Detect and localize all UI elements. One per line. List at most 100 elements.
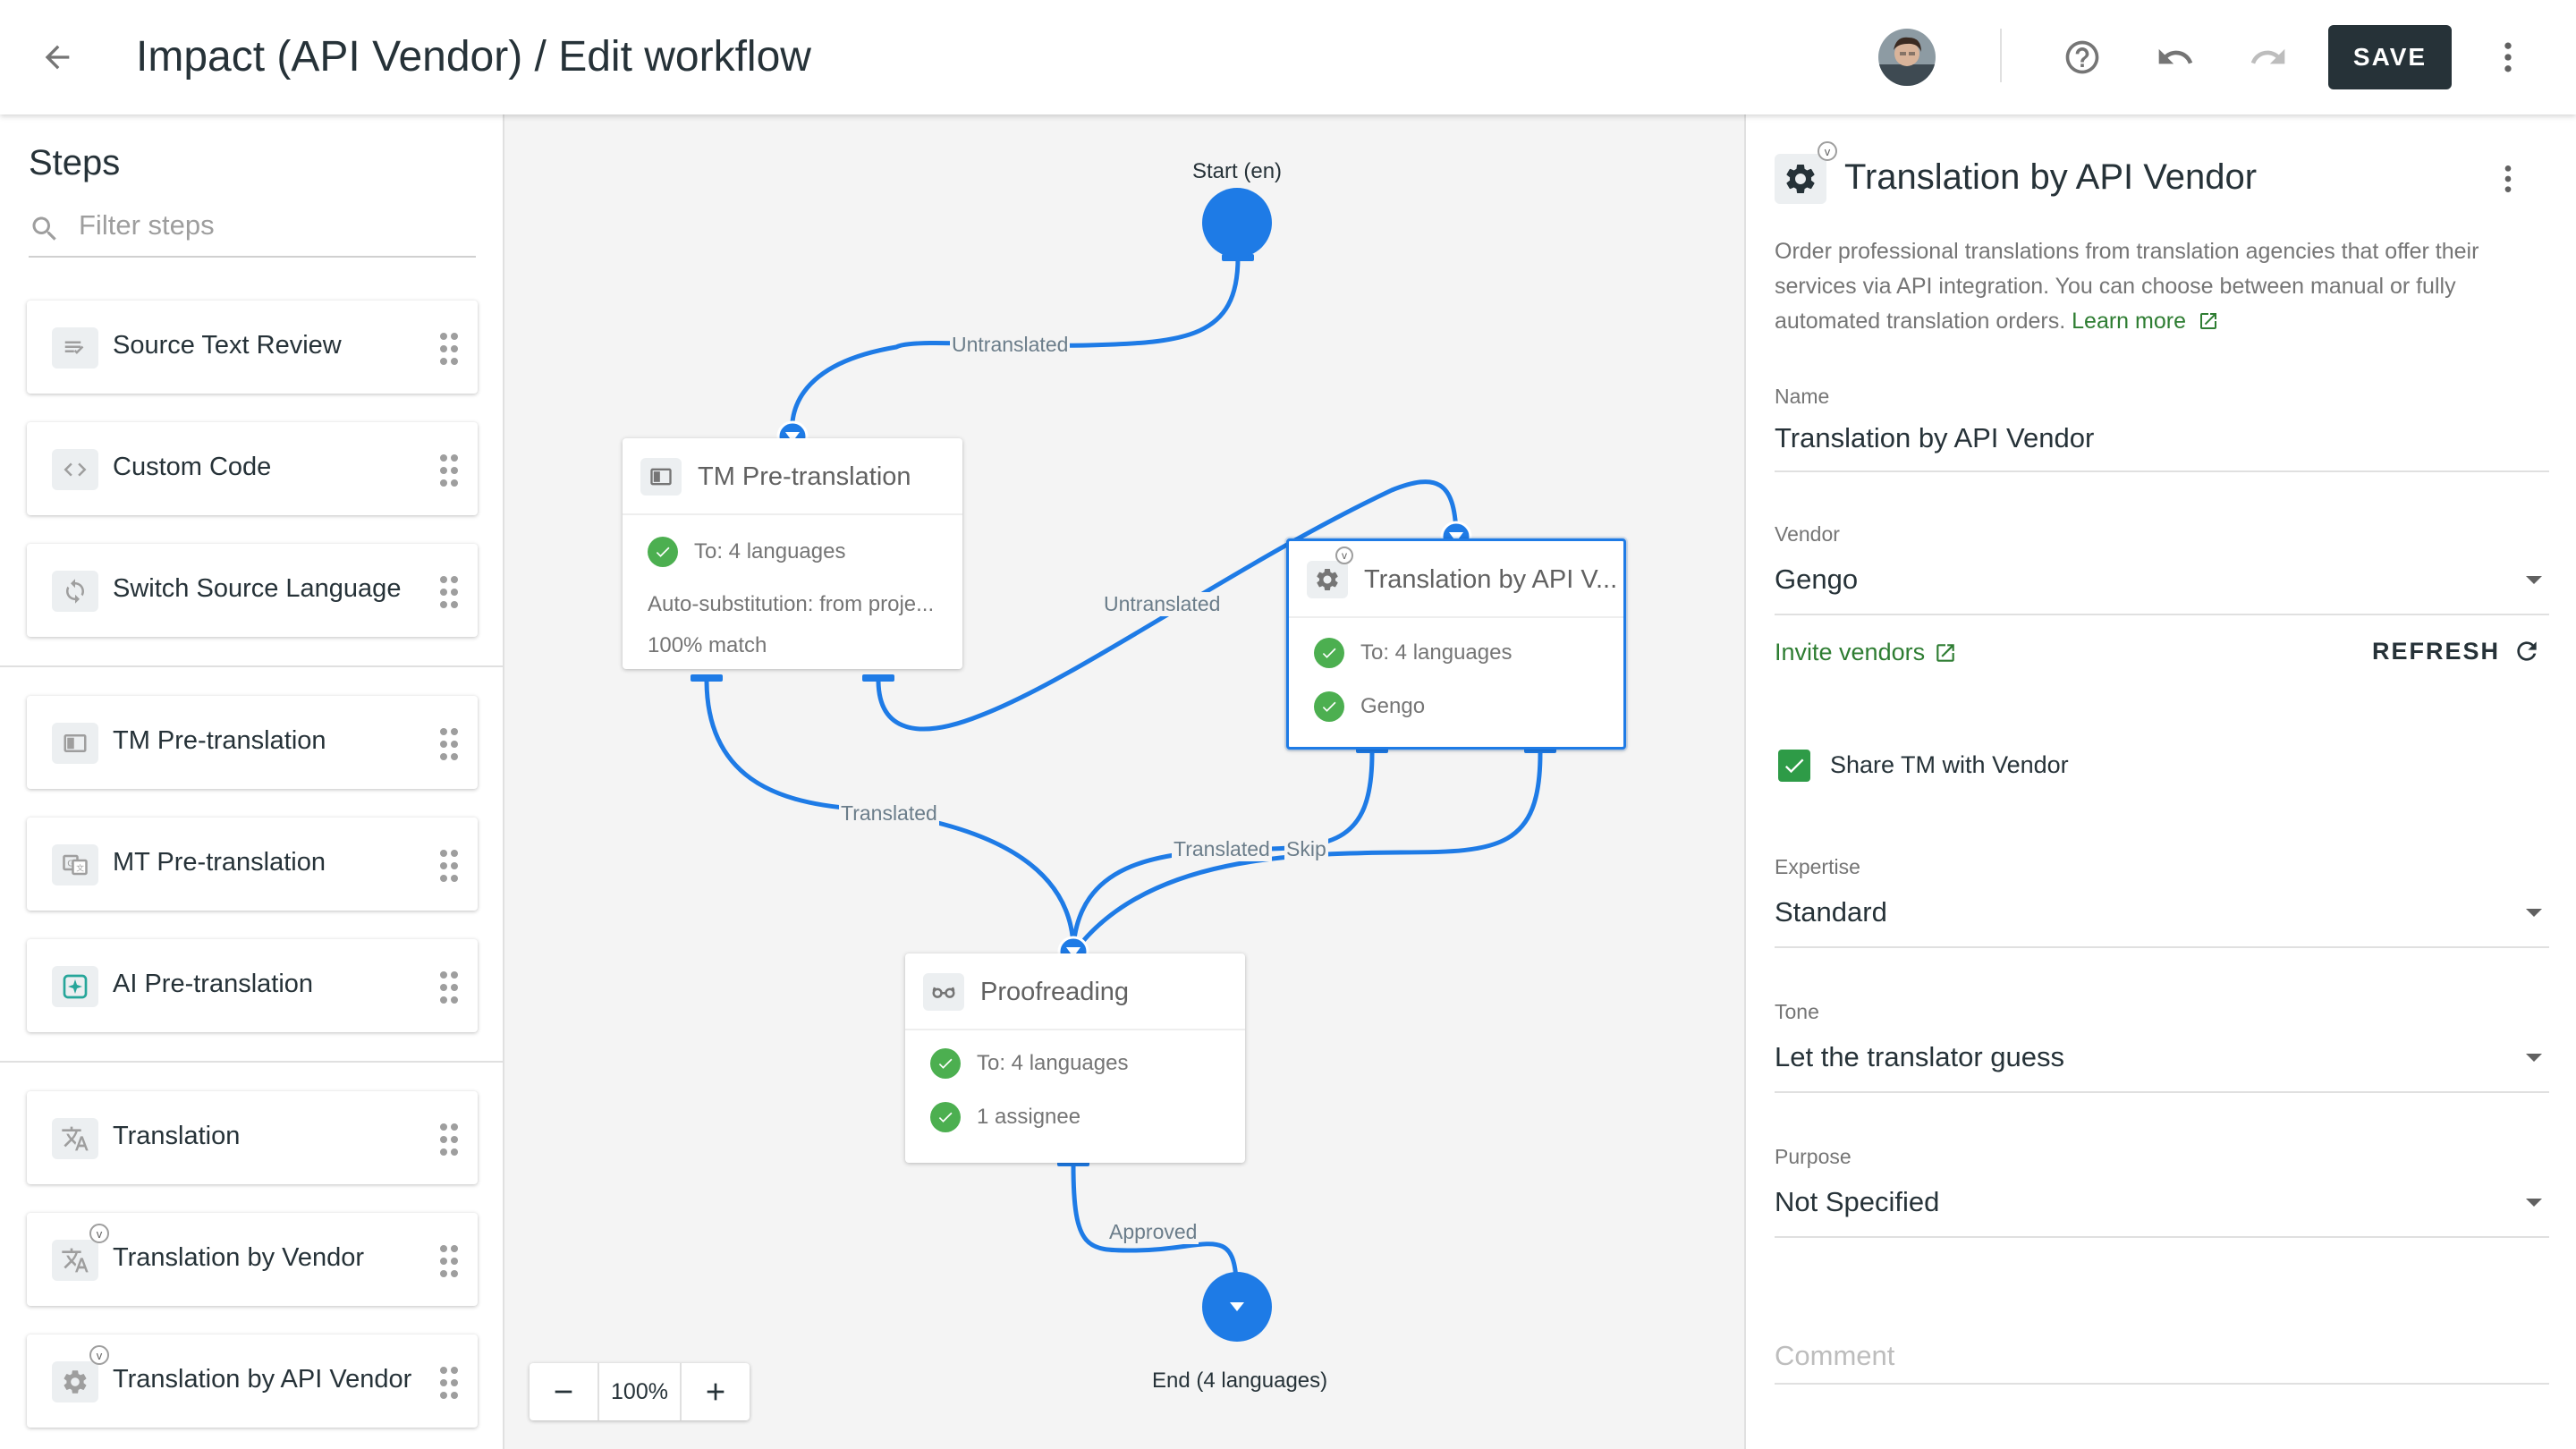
vendor-badge: v	[1335, 547, 1353, 564]
panel-more-button[interactable]	[2488, 157, 2528, 200]
name-field[interactable]: Name Translation by API Vendor	[1775, 385, 2549, 472]
step-card-translation-by-api-vendor[interactable]: v Translation by API Vendor	[27, 1335, 478, 1428]
refresh-text: REFRESH	[2372, 637, 2501, 665]
save-button[interactable]: SAVE	[2328, 25, 2452, 89]
tone-value: Let the translator guess	[1775, 1041, 2064, 1072]
step-card-tm-pre-translation[interactable]: TM Pre-translation	[27, 696, 478, 789]
step-label: Source Text Review	[113, 331, 342, 360]
filter-field[interactable]	[29, 202, 476, 258]
node-detail: To: 4 languages	[648, 537, 845, 567]
gear-icon	[52, 1361, 98, 1402]
expertise-select[interactable]: Expertise Standard	[1775, 855, 2549, 948]
more-menu-button[interactable]	[2483, 32, 2533, 82]
edge-label-translated: Translated	[1172, 837, 1272, 861]
chevron-down-icon	[2526, 576, 2542, 584]
external-link-icon	[1936, 643, 1954, 662]
zoom-out-button[interactable]	[530, 1363, 597, 1420]
arrow-down-icon	[1230, 1302, 1244, 1311]
refresh-icon	[2517, 641, 2537, 661]
step-label: Translation	[113, 1122, 241, 1150]
learn-more-link[interactable]: Learn more	[2072, 309, 2186, 334]
drag-handle-icon[interactable]	[438, 453, 460, 488]
panel-title: Translation by API Vendor	[1844, 157, 2258, 197]
workflow-connections	[691, 254, 1556, 1282]
drag-handle-icon[interactable]	[438, 1243, 460, 1279]
drag-handle-icon[interactable]	[438, 331, 460, 367]
chevron-down-icon	[2526, 909, 2542, 917]
filter-input[interactable]	[79, 209, 454, 242]
port-tm-left	[691, 674, 723, 682]
node-detail: To: 4 languages	[1314, 638, 1512, 668]
start-label: Start (en)	[1192, 159, 1283, 183]
purpose-value: Not Specified	[1775, 1186, 1940, 1217]
node-proofreading[interactable]: Proofreading To: 4 languages 1 assignee	[905, 953, 1245, 1163]
drag-handle-icon[interactable]	[438, 970, 460, 1005]
node-translation-by-api-vendor[interactable]: v Translation by API V... To: 4 language…	[1286, 538, 1626, 750]
vendor-badge: v	[89, 1345, 109, 1365]
group-divider	[0, 665, 503, 667]
external-link-icon[interactable]	[2198, 310, 2219, 332]
panel-description: Order professional translations from tra…	[1775, 234, 2535, 339]
switch-icon	[52, 571, 98, 612]
vendor-value: Gengo	[1775, 564, 1859, 595]
edge-proofreading-end	[1071, 1162, 1239, 1282]
undo-button[interactable]	[2150, 32, 2200, 82]
end-node[interactable]	[1202, 1272, 1272, 1342]
help-button[interactable]	[2057, 32, 2107, 82]
name-label: Name	[1775, 385, 1830, 408]
node-title: Translation by API V...	[1364, 565, 1618, 594]
share-tm-label: Share TM with Vendor	[1830, 751, 2069, 778]
comment-input[interactable]	[1775, 1340, 2490, 1372]
node-tm-pre-translation[interactable]: TM Pre-translation To: 4 languages Auto-…	[623, 438, 962, 669]
step-card-translation-by-vendor[interactable]: v Translation by Vendor	[27, 1213, 478, 1306]
drag-handle-icon[interactable]	[438, 726, 460, 762]
top-bar: Impact (API Vendor) / Edit workflow SAVE	[0, 0, 2576, 114]
help-icon	[2065, 40, 2099, 74]
name-input[interactable]: Translation by API Vendor	[1775, 422, 2095, 453]
node-detail: Gengo	[1314, 691, 1425, 722]
start-node[interactable]	[1202, 188, 1272, 258]
workflow-canvas[interactable]: Start (en) Untranslated Untranslated Tra…	[506, 114, 1744, 1449]
vendor-badge: v	[1818, 141, 1837, 161]
redo-icon	[2250, 48, 2285, 64]
end-label: End (4 languages)	[1152, 1368, 1328, 1393]
comment-field[interactable]	[1775, 1331, 2549, 1385]
vendor-select[interactable]: Vendor Gengo	[1775, 522, 2549, 615]
purpose-select[interactable]: Purpose Not Specified	[1775, 1145, 2549, 1238]
step-card-custom-code[interactable]: Custom Code	[27, 422, 478, 515]
drag-handle-icon[interactable]	[438, 848, 460, 884]
step-label: AI Pre-translation	[113, 970, 314, 998]
vendor-label: Vendor	[1775, 522, 1840, 546]
toolbar-divider	[2000, 29, 2002, 82]
zoom-in-button[interactable]	[682, 1363, 750, 1420]
edge-label-approved: Approved	[1107, 1220, 1199, 1244]
step-card-switch-source-language[interactable]: Switch Source Language	[27, 544, 478, 637]
zoom-controls: 100%	[530, 1363, 750, 1420]
drag-handle-icon[interactable]	[438, 574, 460, 610]
drag-handle-icon[interactable]	[438, 1365, 460, 1401]
step-card-ai-pre-translation[interactable]: AI Pre-translation	[27, 939, 478, 1032]
step-label: Switch Source Language	[113, 574, 402, 603]
redo-button[interactable]	[2243, 32, 2293, 82]
invite-vendors-link[interactable]: Invite vendors	[1775, 639, 1957, 666]
edge-label-translated: Translated	[839, 801, 939, 826]
edge-label-untranslated: Untranslated	[950, 333, 1071, 357]
step-card-translation[interactable]: Translation	[27, 1091, 478, 1184]
tone-select[interactable]: Tone Let the translator guess	[1775, 1000, 2549, 1093]
code-icon	[52, 449, 98, 490]
drag-handle-icon[interactable]	[438, 1122, 460, 1157]
back-button[interactable]	[32, 32, 82, 82]
edge-tm-api	[876, 479, 1459, 732]
step-settings-panel: v Translation by API Vendor Order profes…	[1744, 114, 2576, 1449]
share-tm-checkbox[interactable]	[1778, 750, 1810, 782]
check-icon	[1314, 691, 1344, 722]
avatar[interactable]	[1878, 29, 1936, 86]
more-vert-icon	[2504, 42, 2512, 72]
steps-title: Steps	[29, 143, 121, 182]
step-card-source-text-review[interactable]: Source Text Review	[27, 301, 478, 394]
refresh-button[interactable]: REFRESH	[2372, 637, 2541, 665]
plus-icon	[707, 1383, 724, 1401]
steps-panel: Steps Source Text Review Custom Code Swi…	[0, 114, 504, 1449]
